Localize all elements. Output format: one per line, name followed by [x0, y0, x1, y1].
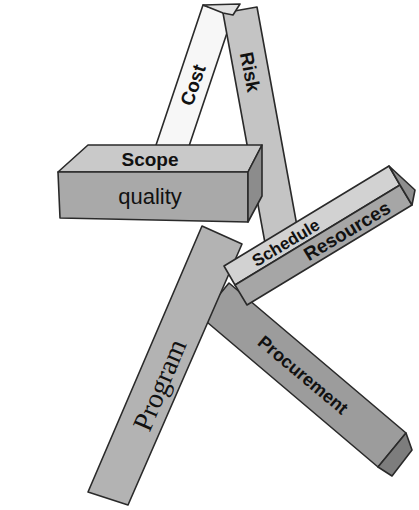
star-band [58, 172, 248, 222]
star-fold [203, 4, 240, 15]
star-band-edge [389, 166, 415, 205]
star-band [235, 185, 412, 305]
band-label: Scope [121, 150, 178, 169]
star-band-edge [378, 433, 412, 476]
star-band [88, 226, 242, 505]
star-band-edge [248, 145, 262, 222]
band-label: quality [118, 186, 182, 208]
star-band [201, 283, 406, 467]
star-band [58, 145, 262, 172]
